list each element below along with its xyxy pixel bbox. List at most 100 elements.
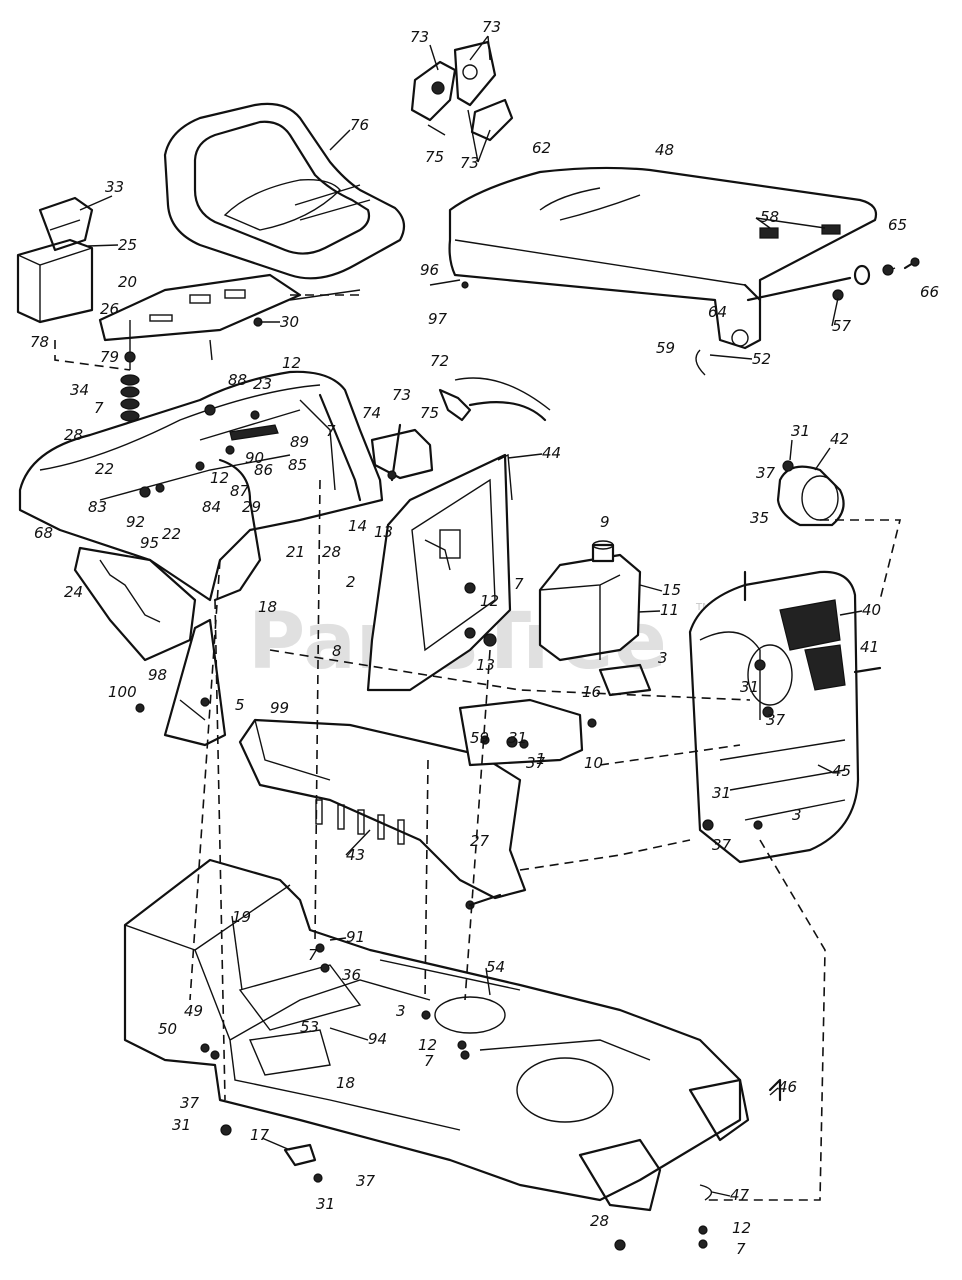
label-92: 92 xyxy=(126,513,145,531)
hood-grille xyxy=(688,570,882,864)
label-46: 46 xyxy=(778,1078,797,1096)
label-31: 31 xyxy=(712,784,731,802)
label-10: 10 xyxy=(584,754,603,772)
label-59: 59 xyxy=(656,339,675,357)
label-94: 94 xyxy=(368,1030,387,1048)
seat xyxy=(163,102,406,280)
label-83: 83 xyxy=(88,498,107,516)
label-28: 28 xyxy=(64,426,83,444)
label-91: 91 xyxy=(346,928,365,946)
footrest-panel xyxy=(238,718,527,910)
label-43: 43 xyxy=(346,846,365,864)
label-12: 12 xyxy=(480,592,499,610)
label-97: 97 xyxy=(428,310,448,328)
label-21: 21 xyxy=(286,543,305,561)
label-30: 30 xyxy=(280,313,299,331)
seat-spring-brackets xyxy=(410,40,514,142)
label-15: 15 xyxy=(662,581,681,599)
label-52: 52 xyxy=(752,350,771,368)
label-75: 75 xyxy=(425,148,444,166)
label-37: 37 xyxy=(766,711,786,729)
label-37: 37 xyxy=(356,1172,376,1190)
label-37: 37 xyxy=(756,464,776,482)
label-3: 3 xyxy=(658,649,668,667)
label-37: 37 xyxy=(712,836,732,854)
label-26: 26 xyxy=(100,300,119,318)
label-40: 40 xyxy=(862,601,881,619)
label-58: 58 xyxy=(760,208,779,226)
label-7: 7 xyxy=(308,946,318,964)
label-89: 89 xyxy=(290,433,309,451)
callout-labels: 73 73 73 75 76 62 48 33 25 20 30 26 78 7… xyxy=(30,18,939,1258)
watermark-trademark: TM xyxy=(695,602,711,613)
label-66: 66 xyxy=(920,283,939,301)
label-50: 50 xyxy=(158,1020,177,1038)
label-73: 73 xyxy=(482,18,501,36)
label-20: 20 xyxy=(118,273,137,291)
label-22: 22 xyxy=(95,460,114,478)
label-74: 74 xyxy=(362,404,381,422)
label-31: 31 xyxy=(172,1116,191,1134)
label-27: 27 xyxy=(470,832,490,850)
label-13: 13 xyxy=(476,656,495,674)
label-7: 7 xyxy=(424,1052,434,1070)
label-16: 16 xyxy=(582,683,601,701)
label-90: 90 xyxy=(245,449,264,467)
label-37: 37 xyxy=(180,1094,200,1112)
rear-fender xyxy=(18,370,384,602)
label-85: 85 xyxy=(288,456,307,474)
label-98: 98 xyxy=(148,666,167,684)
label-54: 54 xyxy=(486,958,505,976)
label-12: 12 xyxy=(732,1219,751,1237)
label-86: 86 xyxy=(254,461,273,479)
label-11: 11 xyxy=(660,601,679,619)
headlight xyxy=(776,460,845,527)
label-49: 49 xyxy=(184,1002,203,1020)
label-7: 7 xyxy=(326,422,336,440)
label-31: 31 xyxy=(791,422,810,440)
leader-lines xyxy=(79,35,863,1197)
label-95: 95 xyxy=(140,534,159,552)
hood-fender xyxy=(429,166,920,376)
battery xyxy=(16,196,94,324)
dash-panel xyxy=(366,453,513,692)
label-42: 42 xyxy=(830,430,849,448)
label-25: 25 xyxy=(118,236,137,254)
label-31: 31 xyxy=(508,729,527,747)
label-5: 5 xyxy=(235,696,245,714)
label-48: 48 xyxy=(655,141,674,159)
brake-rod-bracket xyxy=(135,618,227,747)
label-47: 47 xyxy=(730,1186,750,1204)
label-37: 37 xyxy=(526,754,546,772)
label-68: 68 xyxy=(34,524,53,542)
label-99: 99 xyxy=(270,699,289,717)
label-31: 31 xyxy=(316,1195,335,1213)
label-76: 76 xyxy=(350,116,369,134)
label-78: 78 xyxy=(30,333,49,351)
label-62: 62 xyxy=(532,139,551,157)
assembly-lines xyxy=(54,294,902,1201)
mounting-bracket xyxy=(458,698,584,767)
label-3: 3 xyxy=(396,1002,406,1020)
label-53: 53 xyxy=(300,1018,319,1036)
label-88: 88 xyxy=(228,371,247,389)
label-33: 33 xyxy=(105,178,124,196)
main-frame xyxy=(123,858,782,1251)
label-7: 7 xyxy=(94,399,104,417)
label-45: 45 xyxy=(832,762,851,780)
seat-spring xyxy=(120,320,140,422)
seat-plate xyxy=(98,273,361,361)
label-17: 17 xyxy=(250,1126,270,1144)
label-41: 41 xyxy=(860,638,879,656)
label-34: 34 xyxy=(70,381,89,399)
label-59: 59 xyxy=(470,729,489,747)
label-28: 28 xyxy=(322,543,341,561)
label-23: 23 xyxy=(253,375,272,393)
label-18: 18 xyxy=(336,1074,355,1092)
label-12: 12 xyxy=(210,469,229,487)
label-100: 100 xyxy=(108,683,137,701)
label-96: 96 xyxy=(420,261,439,279)
label-79: 79 xyxy=(100,348,119,366)
label-9: 9 xyxy=(600,513,610,531)
